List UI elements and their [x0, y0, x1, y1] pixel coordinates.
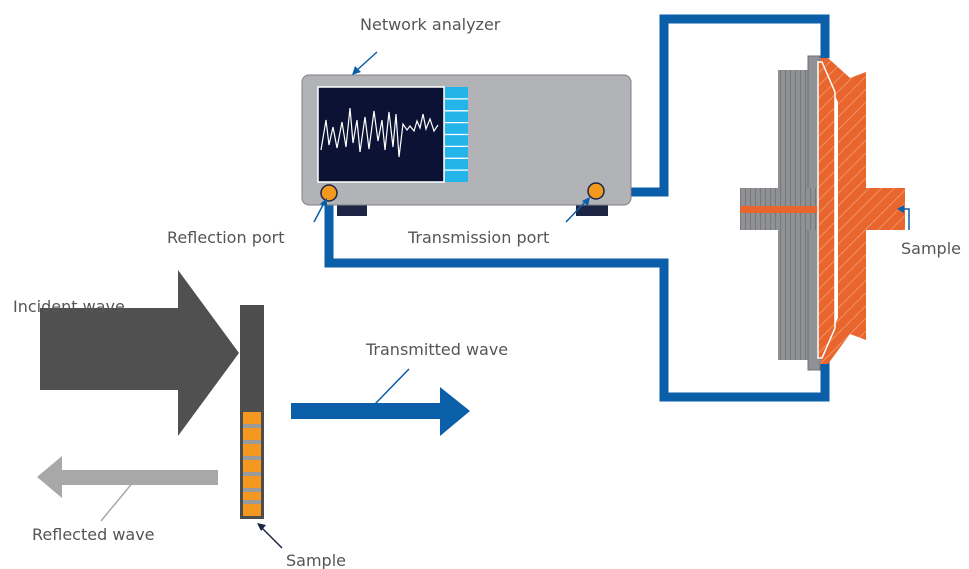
reflected-wave-label: Reflected wave	[32, 525, 155, 544]
cable-group	[324, 14, 830, 402]
sample-bottom-label: Sample	[286, 551, 346, 569]
reflected-wave-shaft	[60, 470, 218, 485]
reflection-cable	[324, 196, 830, 402]
incident-wave-label: Incident wave	[13, 297, 125, 316]
analyzer-screen	[317, 86, 445, 183]
network-analyzer-label: Network analyzer	[360, 15, 501, 34]
incident-wave-arrow	[40, 270, 239, 436]
screen-trace	[320, 107, 439, 158]
incident-wave-leader	[82, 317, 114, 347]
screen-buttons	[445, 87, 468, 182]
leader-lines	[82, 51, 590, 549]
analyzer-leader	[355, 51, 378, 72]
sample-right-arrowhead	[897, 205, 904, 213]
network-analyzer	[301, 74, 632, 216]
sample-bottom-leader	[260, 526, 283, 549]
coaxial-sample-holder	[740, 55, 910, 371]
transmission-port-leader-head	[582, 197, 590, 206]
sample-right-label: Sample	[901, 239, 961, 258]
holder-cone-inner	[817, 61, 836, 359]
transmitted-wave-shaft	[291, 403, 442, 419]
transmitted-wave-label: Transmitted wave	[365, 340, 508, 359]
holder-cone-outer	[820, 58, 905, 364]
reflected-wave-leader	[100, 480, 135, 522]
analyzer-leader-head	[352, 66, 361, 75]
wave-illustration	[37, 270, 470, 519]
reflection-port-connector	[320, 184, 338, 202]
transmitted-wave-leader	[373, 368, 410, 406]
reflected-wave-arrowhead	[37, 456, 62, 498]
transmitted-wave-arrowhead	[440, 387, 470, 436]
transmission-port-leader	[565, 200, 587, 223]
transmission-port-connector	[587, 182, 605, 200]
holder-center-conductor	[740, 206, 830, 213]
reflection-port-label: Reflection port	[167, 228, 285, 247]
sample-bottom-leader-head	[257, 523, 266, 531]
sample-bar-stripes	[243, 424, 261, 504]
reflection-port-leader-head	[320, 198, 327, 207]
transmission-port-label: Transmission port	[407, 228, 549, 247]
text-labels: Network analyzer Reflection port Transmi…	[13, 15, 961, 569]
reflection-port-leader	[313, 202, 325, 223]
transmission-cable	[606, 14, 830, 197]
